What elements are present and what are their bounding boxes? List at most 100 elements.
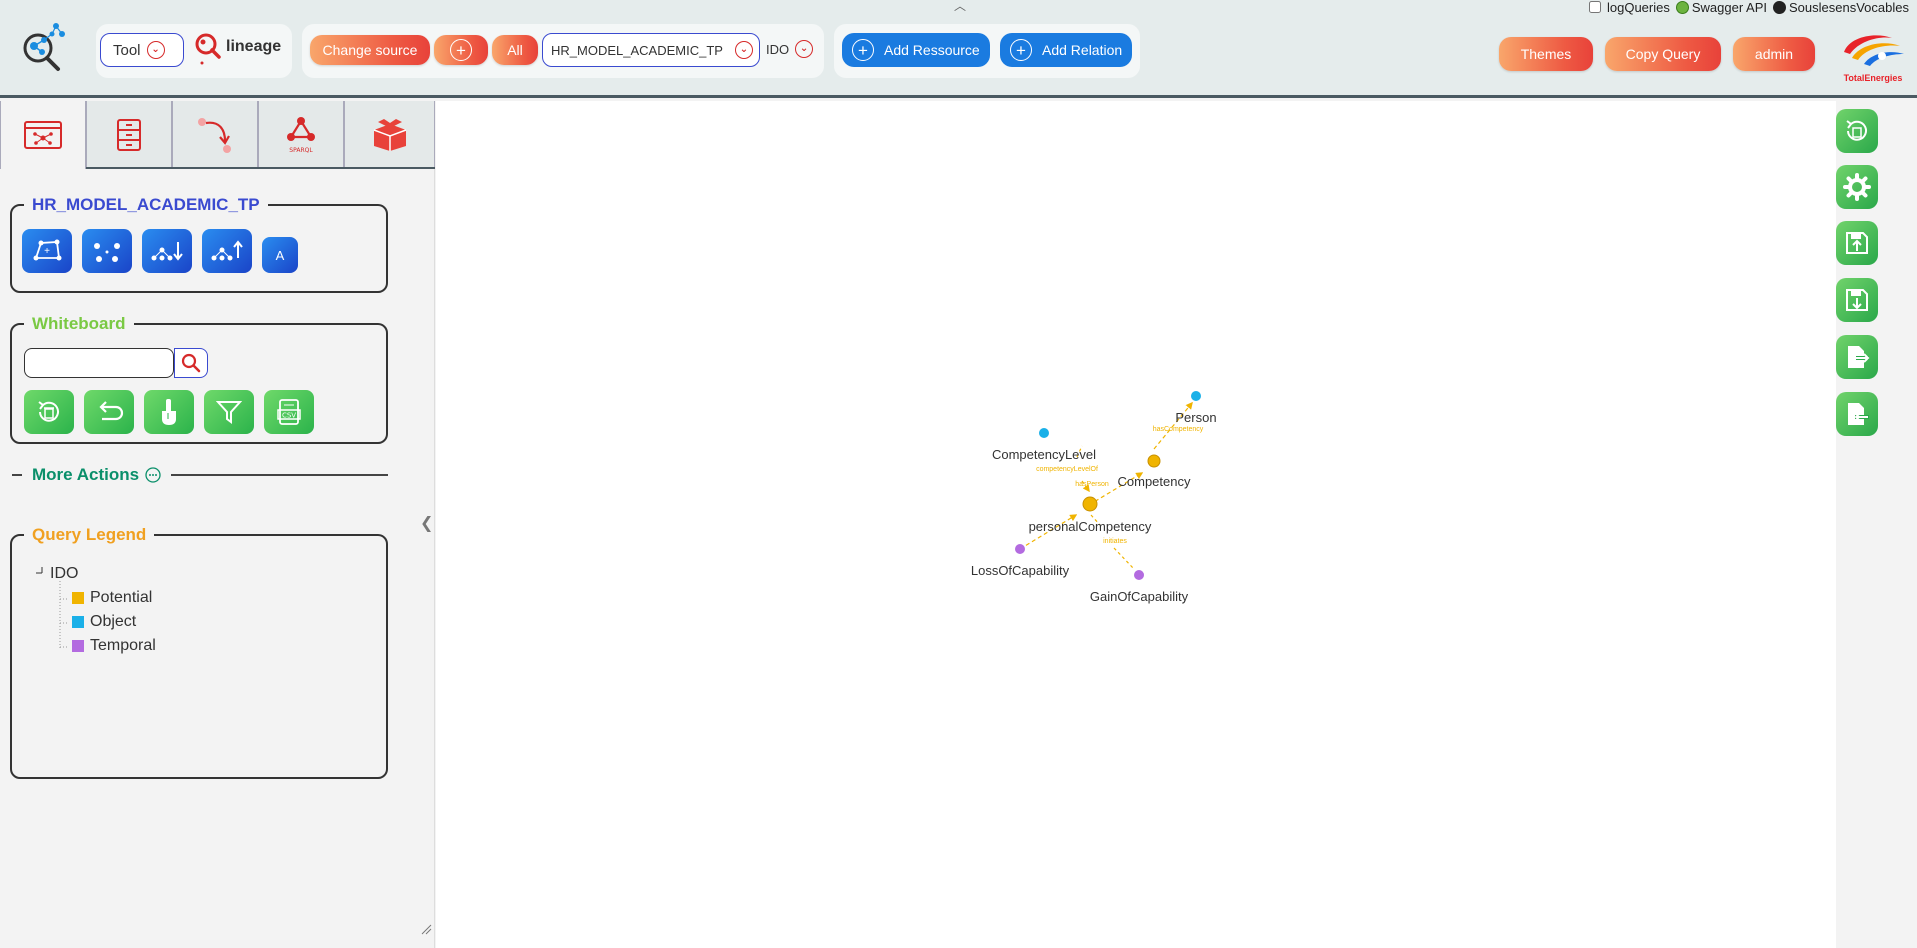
collapse-header-icon[interactable]: ︿ bbox=[953, 0, 966, 13]
legend-item[interactable]: Object bbox=[72, 613, 136, 631]
file-import-icon bbox=[1848, 403, 1869, 425]
brand-label: TotalEnergies bbox=[1843, 73, 1903, 83]
graph-node-gain-of-capability[interactable] bbox=[1134, 570, 1144, 580]
ido-select[interactable]: IDO ⌄ bbox=[766, 40, 814, 58]
add-resource-label: Add Ressource bbox=[884, 42, 980, 58]
add-source-button[interactable]: + bbox=[434, 35, 488, 65]
all-button[interactable]: All bbox=[492, 35, 538, 65]
graph-node-loss-of-capability[interactable] bbox=[1015, 544, 1025, 554]
expand-up-button[interactable] bbox=[202, 229, 252, 273]
edge-label: competencyLevelOf bbox=[1036, 466, 1098, 473]
log-queries-checkbox[interactable] bbox=[1588, 1, 1601, 13]
github-link[interactable]: SouslesensVocables bbox=[1773, 0, 1909, 15]
legend-label: Potential bbox=[90, 589, 153, 606]
search-icon bbox=[181, 353, 201, 373]
legend-label: Object bbox=[90, 613, 137, 630]
source-select[interactable]: HR_MODEL_ACADEMIC_TP ⌄ bbox=[542, 33, 760, 67]
legend-item[interactable]: Temporal bbox=[72, 637, 156, 655]
edge-initiates[interactable] bbox=[1113, 547, 1135, 570]
edge-competency-level-of[interactable] bbox=[1076, 445, 1083, 458]
tab-graph[interactable] bbox=[0, 101, 86, 169]
edge-label: hasCompetency bbox=[1153, 426, 1204, 433]
svg-text:+: + bbox=[44, 246, 50, 257]
ido-select-label: IDO bbox=[766, 41, 790, 57]
save-upload-button[interactable] bbox=[1836, 221, 1878, 265]
annotation-button[interactable]: A bbox=[262, 237, 298, 273]
select-mode-button[interactable] bbox=[144, 390, 194, 434]
plus-circle-icon: + bbox=[852, 39, 874, 61]
change-source-button[interactable]: Change source bbox=[310, 35, 430, 65]
svg-text:CSV: CSV bbox=[282, 412, 296, 420]
collapse-panel-icon[interactable]: ❮ bbox=[420, 515, 434, 532]
csv-file-icon: CSV bbox=[277, 399, 301, 425]
plus-circle-icon: + bbox=[450, 39, 472, 61]
clear-graph-button[interactable] bbox=[24, 390, 74, 434]
whiteboard-search-button[interactable] bbox=[174, 348, 208, 378]
edge-label: initiates bbox=[1103, 538, 1127, 545]
tab-cabinet[interactable] bbox=[86, 101, 172, 169]
show-nodes-button[interactable] bbox=[82, 229, 132, 273]
nodes-arrow-up-icon bbox=[211, 240, 243, 261]
reset-whiteboard-button[interactable] bbox=[1836, 109, 1878, 153]
chevron-down-icon: ⌄ bbox=[146, 41, 165, 59]
add-relation-button[interactable]: + Add Relation bbox=[1000, 33, 1132, 67]
graph-canvas[interactable]: hasCompetency competencyLevelOf hasPerso… bbox=[436, 101, 1836, 948]
lineage-icon bbox=[195, 33, 221, 65]
github-label: SouslesensVocables bbox=[1789, 0, 1909, 15]
totalenergies-logo-icon bbox=[1844, 35, 1904, 66]
nodes-dots-icon bbox=[94, 243, 120, 262]
graph-window-icon bbox=[24, 121, 62, 149]
app-logo-icon bbox=[23, 23, 65, 71]
save-download-button[interactable] bbox=[1836, 278, 1878, 322]
edge-loss-to-personal[interactable] bbox=[1019, 514, 1078, 550]
add-resource-button[interactable]: + Add Ressource bbox=[842, 33, 990, 67]
export-csv-button[interactable]: CSV bbox=[264, 390, 314, 434]
query-legend-title: Query Legend bbox=[32, 525, 147, 544]
gear-icon bbox=[1843, 173, 1871, 201]
legend-label: Temporal bbox=[90, 637, 156, 654]
graph-node-personal-competency[interactable] bbox=[1082, 496, 1098, 512]
legend-swatch-object bbox=[72, 616, 84, 628]
draw-graph-button[interactable]: + bbox=[22, 229, 72, 273]
source-box: HR_MODEL_ACADEMIC_TP + bbox=[10, 195, 388, 293]
more-actions-row[interactable]: More Actions bbox=[12, 463, 388, 487]
undo-arrow-icon bbox=[99, 401, 124, 421]
resize-handle-icon[interactable] bbox=[420, 923, 432, 935]
tab-package[interactable] bbox=[344, 101, 435, 169]
undo-button[interactable] bbox=[84, 390, 134, 434]
edge-initiates-head[interactable] bbox=[1090, 514, 1101, 526]
legend-root[interactable]: IDO bbox=[50, 565, 79, 582]
left-tabs: SPARQL bbox=[0, 101, 435, 169]
edge-has-competency[interactable] bbox=[1153, 401, 1193, 450]
save-download-icon bbox=[1846, 289, 1868, 311]
expand-down-button[interactable] bbox=[142, 229, 192, 273]
chevron-down-icon: ⌄ bbox=[795, 40, 814, 58]
node-label: Person bbox=[1175, 410, 1216, 425]
import-file-button[interactable] bbox=[1836, 392, 1878, 436]
export-file-button[interactable] bbox=[1836, 335, 1878, 379]
tool-select[interactable]: Tool ⌄ bbox=[100, 33, 184, 67]
themes-button[interactable]: Themes bbox=[1499, 37, 1593, 71]
copy-query-button[interactable]: Copy Query bbox=[1605, 37, 1721, 71]
filter-button[interactable] bbox=[204, 390, 254, 434]
graph-node-competency-level[interactable] bbox=[1039, 428, 1049, 438]
file-export-icon bbox=[1848, 346, 1870, 368]
tab-sparql[interactable]: SPARQL bbox=[258, 101, 344, 169]
admin-button[interactable]: admin bbox=[1733, 37, 1815, 71]
graph-svg: hasCompetency competencyLevelOf hasPerso… bbox=[971, 391, 1217, 604]
tab-path[interactable] bbox=[172, 101, 258, 169]
edge-has-person[interactable] bbox=[1088, 472, 1144, 506]
top-links: logQueries Swagger API SouslesensVocable… bbox=[1588, 0, 1909, 15]
graph-node-person[interactable] bbox=[1191, 391, 1201, 401]
graph-node-competency[interactable] bbox=[1147, 454, 1161, 468]
divider bbox=[12, 474, 22, 476]
graph-draw-icon: + bbox=[33, 239, 62, 261]
swagger-link[interactable]: Swagger API bbox=[1675, 0, 1768, 15]
edge-competency-level-of-tail[interactable] bbox=[1081, 480, 1090, 493]
hand-pointer-icon bbox=[162, 399, 176, 425]
swagger-label: Swagger API bbox=[1691, 0, 1768, 15]
legend-item[interactable]: Potential bbox=[72, 589, 152, 607]
edge-label: hasPerson bbox=[1075, 481, 1109, 488]
settings-button[interactable] bbox=[1836, 165, 1878, 209]
whiteboard-search-input[interactable] bbox=[24, 348, 174, 378]
